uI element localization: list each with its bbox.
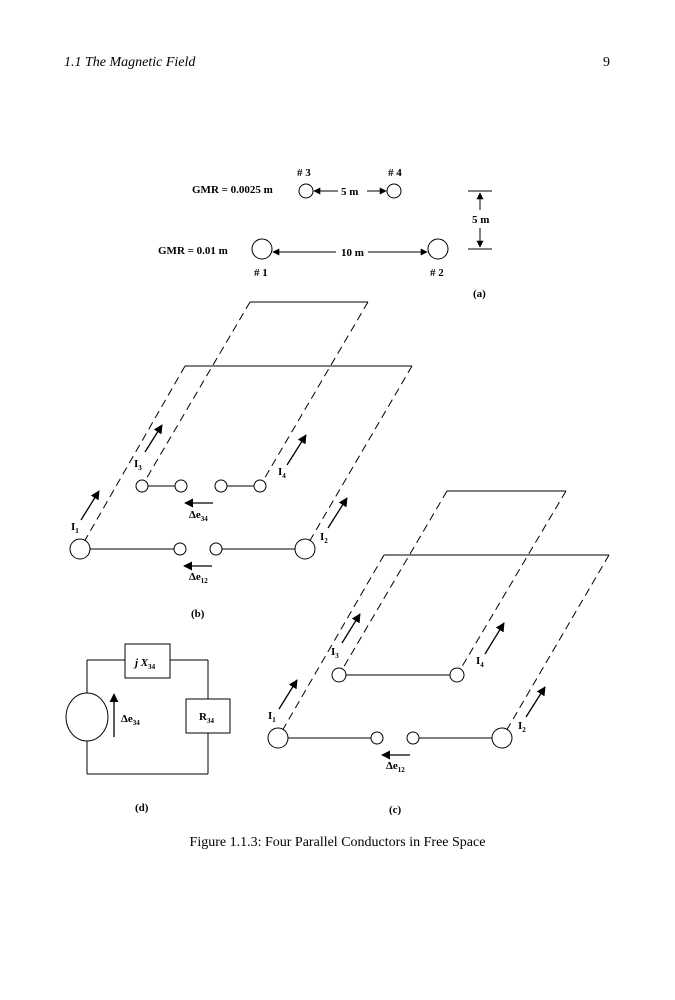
current-i2-subscript: 2: [522, 726, 526, 734]
conductor-4-label: # 4: [388, 167, 402, 179]
delta-e34-subscript: 34: [133, 719, 141, 727]
current-i3-subscript: 3: [138, 464, 142, 472]
conductor-3: [135, 479, 149, 493]
current-i2-label: I: [320, 531, 324, 543]
conductor-3: [331, 667, 347, 683]
svg-text:I1: I1: [71, 521, 79, 535]
svg-text:I2: I2: [320, 531, 328, 545]
current-i3-subscript: 3: [335, 652, 339, 660]
delta-e12-label: Δe: [189, 571, 201, 583]
current-i2-label: I: [518, 720, 522, 732]
conductor-3: [298, 183, 314, 199]
reactance-label: j X: [133, 657, 149, 669]
svg-text:j X34: j X34: [133, 657, 156, 671]
current-i1-label: I: [268, 710, 272, 722]
panel-d-label: (d): [135, 802, 149, 814]
current-i4-label: I: [476, 655, 480, 667]
panel-b: I3 I4 I1 I2 Δe34 Δe12 (b): [69, 301, 413, 620]
svg-text:Δe12: Δe12: [386, 760, 405, 774]
current-i1-subscript: 1: [272, 716, 276, 724]
current-i3-label: I: [134, 458, 138, 470]
distance-34-label: 5 m: [341, 186, 358, 198]
figure-caption: Figure 1.1.3: Four Parallel Conductors i…: [189, 835, 486, 850]
delta-e12-subscript: 12: [398, 766, 406, 774]
conductor-1: [251, 238, 273, 260]
panel-a: GMR = 0.0025 m GMR = 0.01 m # 3 # 4 # 1 …: [158, 167, 492, 300]
reactance-subscript: 34: [148, 663, 156, 671]
page-number: 9: [603, 55, 610, 70]
current-i4-label: I: [278, 466, 282, 478]
conductor-3-label: # 3: [297, 167, 311, 179]
conductor-1: [69, 538, 91, 560]
svg-text:I3: I3: [331, 646, 339, 660]
current-i1-label: I: [71, 521, 75, 533]
delta-e34-subscript: 34: [201, 515, 209, 523]
panel-c: I3 I4 I1 I2 Δe12 (c): [267, 490, 610, 816]
panel-a-label: (a): [473, 288, 486, 300]
delta-e12-subscript: 12: [201, 577, 209, 585]
svg-text:Δe12: Δe12: [189, 571, 208, 585]
resistance-label: R: [199, 711, 208, 723]
current-i4-subscript: 4: [480, 661, 484, 669]
conductor-1-label: # 1: [254, 267, 268, 279]
conductor-2: [427, 238, 449, 260]
current-i2-subscript: 2: [324, 537, 328, 545]
svg-text:I3: I3: [134, 458, 142, 472]
current-i3-label: I: [331, 646, 335, 658]
conductor-4: [449, 667, 465, 683]
svg-text:I4: I4: [278, 466, 286, 480]
svg-text:Δe34: Δe34: [121, 713, 140, 727]
conductor-4: [386, 183, 402, 199]
reactance-box: [124, 643, 171, 679]
running-header-section: 1.1 The Magnetic Field: [64, 55, 196, 70]
conductor-4: [253, 479, 267, 493]
gmr-large-label: GMR = 0.01 m: [158, 245, 228, 257]
panel-d-circuit: j X34 R34 Δe34 (d): [65, 643, 231, 814]
panel-c-label: (c): [389, 804, 402, 816]
panel-b-label: (b): [191, 608, 205, 620]
voltage-source: [65, 692, 109, 742]
svg-text:I2: I2: [518, 720, 526, 734]
current-i4-subscript: 4: [282, 472, 286, 480]
resistance-box: [185, 698, 231, 734]
conductor-1: [267, 727, 289, 749]
svg-text:I1: I1: [268, 710, 276, 724]
resistance-subscript: 34: [207, 717, 215, 725]
distance-12-label: 10 m: [341, 247, 364, 259]
svg-text:Δe34: Δe34: [189, 509, 208, 523]
conductor-2-label: # 2: [430, 267, 444, 279]
conductor-2: [294, 538, 316, 560]
svg-text:I4: I4: [476, 655, 484, 669]
svg-text:R34: R34: [199, 711, 214, 725]
delta-e12-label: Δe: [386, 760, 398, 772]
gmr-small-label: GMR = 0.0025 m: [192, 184, 273, 196]
delta-e34-label: Δe: [121, 713, 133, 725]
current-i1-subscript: 1: [75, 527, 79, 535]
vertical-spacing-label: 5 m: [472, 214, 489, 226]
delta-e34-label: Δe: [189, 509, 201, 521]
conductor-2: [491, 727, 513, 749]
